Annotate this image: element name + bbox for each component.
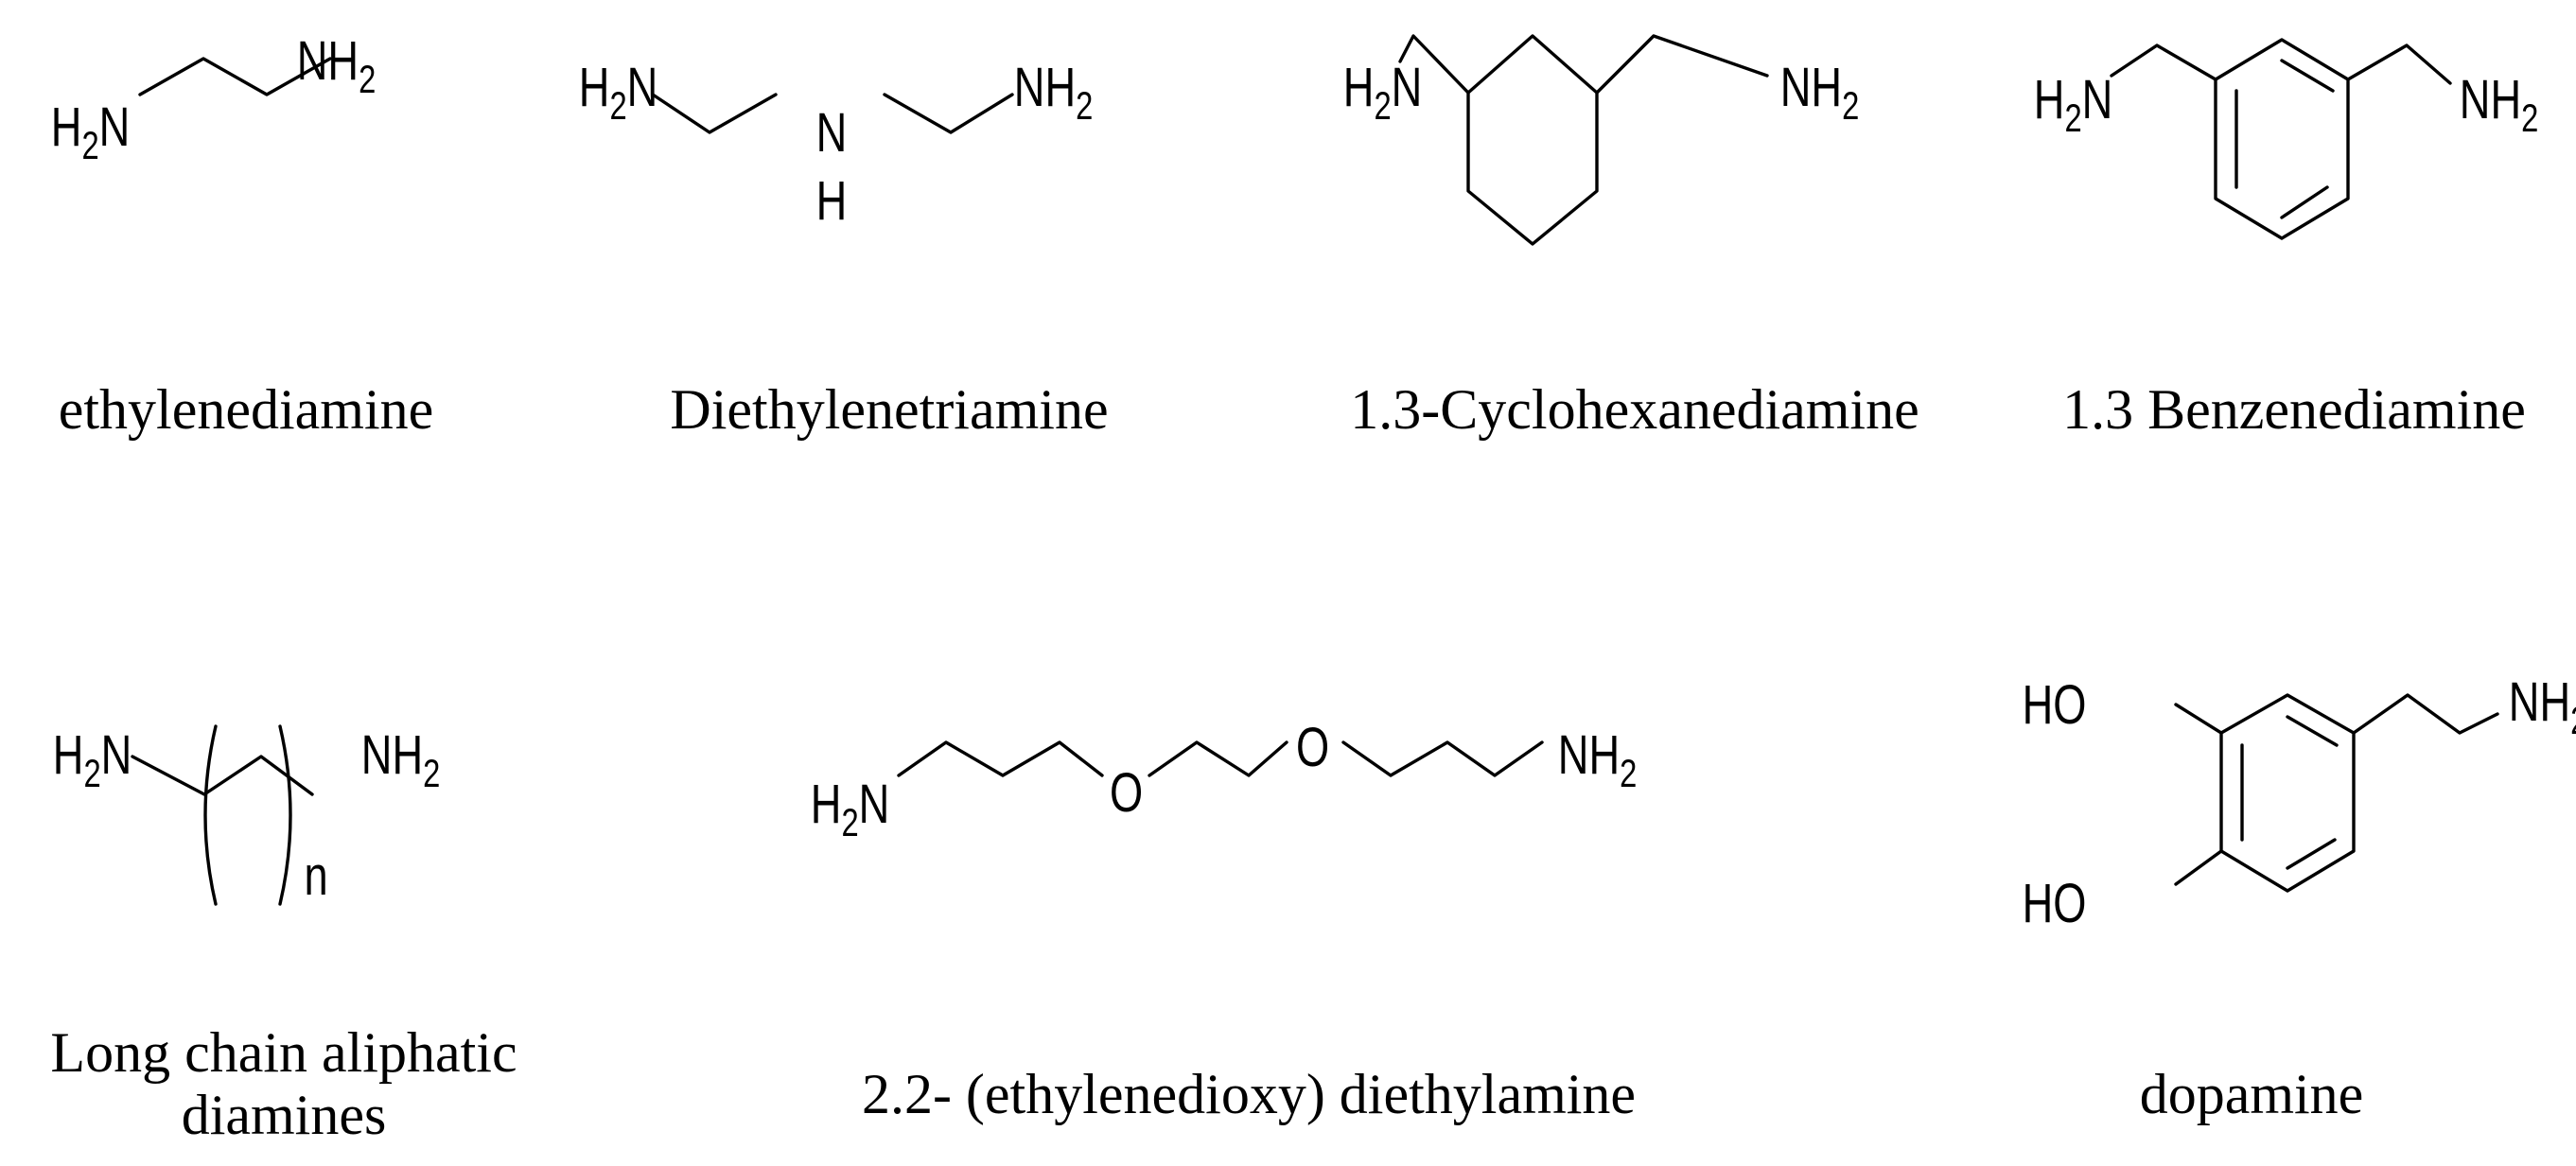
atom-h2n: H2N	[2034, 70, 2113, 140]
compound-label-ethylenediamine: ethylenediamine	[58, 378, 434, 441]
atom-n: N	[816, 103, 848, 165]
atom-ho: HO	[2023, 874, 2087, 935]
compound-label-ethylenedioxy-diethylamine: 2.2- (ethylenedioxy) diethylamine	[861, 1063, 1637, 1125]
atom-o: O	[1110, 763, 1143, 825]
structure-ethylenedioxy-diethylamine: H2N O O NH2	[811, 718, 1638, 844]
atom-h2n: H2N	[579, 58, 658, 128]
structure-dopamine: HO HO NH2	[2023, 672, 2576, 935]
structure-benzenediamine: H2N NH2	[2034, 38, 2539, 240]
atom-o: O	[1296, 718, 1329, 779]
structure-long-chain-diamine: H2N NH2 n	[53, 724, 441, 908]
compound-label-long-chain-diamines: Long chain aliphatic diamines	[0, 1021, 568, 1146]
compound-label-line-2: diamines	[181, 1084, 387, 1146]
atom-h: H	[816, 171, 848, 233]
atom-h2n: H2N	[811, 774, 890, 844]
compound-label-line-1: Long chain aliphatic	[50, 1021, 517, 1084]
compound-label-cyclohexanediamine: 1.3-Cyclohexanediamine	[1350, 378, 1919, 441]
atom-h2n: H2N	[53, 725, 132, 795]
subscript-n: n	[305, 846, 328, 908]
compound-label-diethylenetriamine: Diethylenetriamine	[670, 378, 1109, 441]
atom-nh2: NH2	[1780, 58, 1860, 128]
structure-ethylenediamine: H2N NH2	[51, 31, 377, 167]
atom-nh2: NH2	[1014, 58, 1094, 128]
compound-label-dopamine: dopamine	[2139, 1063, 2364, 1125]
atom-ho: HO	[2023, 675, 2087, 737]
structure-diethylenetriamine: H2N N H NH2	[579, 58, 1094, 233]
compound-label-benzenediamine: 1.3 Benzenediamine	[2062, 378, 2526, 441]
atom-nh2: NH2	[1558, 725, 1638, 795]
atom-nh2: NH2	[297, 31, 377, 101]
structure-cyclohexanediamine: H2N NH2	[1343, 34, 1860, 246]
atom-nh2: NH2	[2509, 672, 2576, 742]
atom-nh2: NH2	[361, 725, 441, 795]
atom-nh2: NH2	[2460, 70, 2539, 140]
atom-h2n: H2N	[1343, 58, 1423, 128]
atom-h2n: H2N	[51, 97, 131, 167]
